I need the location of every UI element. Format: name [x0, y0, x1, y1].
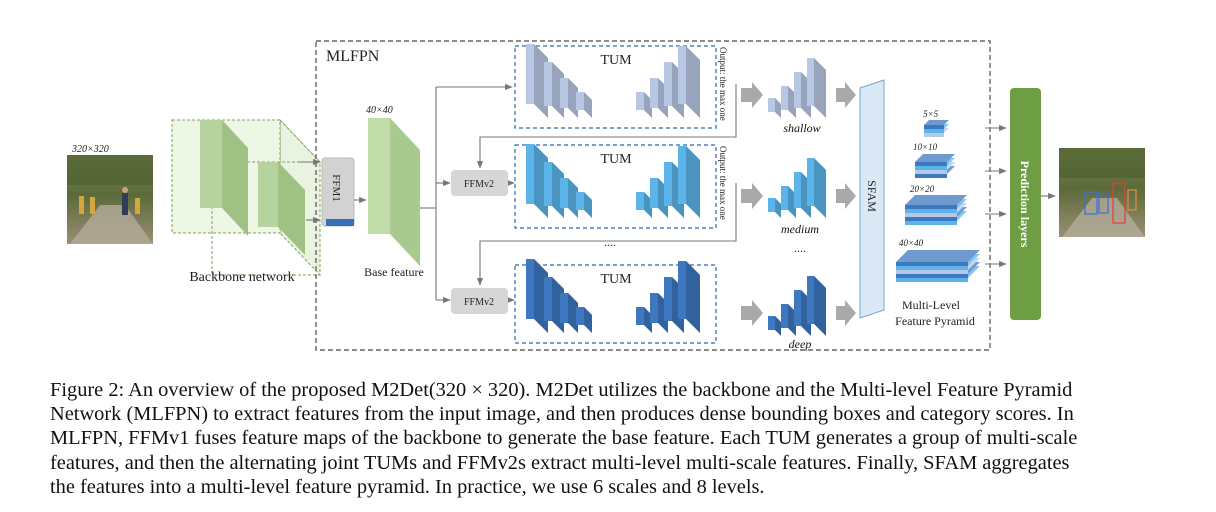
ffm1-label: FFM1	[330, 174, 342, 202]
pyramid-5x5-layer	[924, 120, 949, 129]
pyramid-to-prediction-arrows	[985, 124, 1056, 268]
medium-output-slab	[781, 186, 796, 218]
pyramid-10x10-layer	[915, 154, 955, 166]
output-note-1: Output: the max one	[718, 47, 728, 121]
tum-deep-blocks	[526, 259, 700, 333]
caption-line: MLFPN, FFMv1 fuses feature maps of the b…	[50, 427, 1078, 450]
tum-shallow-encoder-slab	[576, 92, 592, 118]
ffm1-block	[321, 157, 355, 227]
backbone-network	[170, 118, 322, 277]
tum-deep-decoder-slab	[636, 307, 652, 333]
shallow-label: shallow	[783, 121, 820, 135]
tum-medium-decoder-slab	[678, 146, 700, 218]
shallow-output-slab	[807, 58, 826, 118]
tum-medium-blocks	[526, 144, 700, 218]
base-size-label: 40×40	[366, 105, 393, 116]
tum-deep-decoder-slab	[678, 261, 700, 333]
shallow-output-slab	[768, 98, 781, 118]
tum-box-deep	[514, 264, 717, 344]
base-feature	[368, 118, 420, 266]
backbone-label: Backbone network	[189, 270, 294, 285]
prediction-layers-block	[1010, 88, 1041, 320]
output-image	[1059, 148, 1145, 237]
output-ellipsis: ....	[794, 241, 806, 255]
tum-box-medium	[514, 144, 717, 229]
connection-lines	[300, 83, 737, 304]
pyramid-scale-20: 20×20	[910, 184, 935, 194]
input-image	[67, 155, 153, 244]
pyramid-scale-10: 10×10	[913, 142, 938, 152]
tum-shallow-blocks	[526, 44, 700, 118]
output-note-2: Output: the max one	[718, 146, 728, 220]
tum-shallow-decoder-slab	[678, 46, 700, 118]
mlfpn-box	[315, 40, 991, 351]
deep-output-slab	[807, 276, 826, 336]
mlfpn-label: MLFPN	[326, 48, 380, 65]
tum-box-shallow	[514, 45, 717, 129]
caption-line: Figure 2: An overview of the proposed M2…	[50, 379, 1073, 401]
caption-line: the features into a multi-level feature …	[50, 475, 765, 498]
deep-output-slab	[781, 304, 796, 336]
pyramid-scale-5: 5×5	[923, 109, 939, 119]
feature-pyramid	[896, 120, 980, 282]
tum-medium-decoder-slab	[636, 192, 652, 218]
tum-label-shallow: TUM	[600, 53, 632, 68]
sfam-block	[859, 79, 885, 319]
medium-output-slab	[768, 198, 781, 218]
medium-output-slab	[807, 158, 826, 218]
medium-output-blocks	[768, 158, 826, 218]
deep-output-blocks	[768, 276, 826, 336]
tum-shallow-encoder-slab	[560, 78, 578, 118]
pyramid-40x40-layer	[896, 250, 980, 266]
caption-line: features, and then the alternating joint…	[50, 451, 1070, 474]
tum-medium-encoder-slab	[576, 192, 592, 218]
medium-label: medium	[781, 222, 819, 236]
tum-medium-encoder-slab	[560, 178, 578, 218]
tum-deep-encoder-slab	[576, 307, 592, 333]
pyramid-label-line1: Multi-Level	[902, 298, 961, 312]
ffmv2-block-1	[451, 170, 508, 196]
prediction-layers-label: Prediction layers	[1018, 161, 1032, 248]
m2det-architecture-diagram: 320×320 Backbone network MLFPN FFM1 40×4…	[67, 40, 1145, 351]
pyramid-scale-40: 40×40	[899, 238, 924, 248]
figure-caption: Figure 2: An overview of the proposed M2…	[50, 378, 1200, 499]
pyramid-20x20-layer	[905, 195, 967, 209]
caption-line: Network (MLFPN) to extract features from…	[50, 403, 1074, 426]
tum-shallow-decoder-slab	[636, 92, 652, 118]
tum-label-deep: TUM	[600, 272, 632, 287]
shallow-output-slab	[781, 86, 796, 118]
shallow-output-blocks	[768, 58, 826, 118]
pyramid-label-line2: Feature Pyramid	[895, 314, 975, 328]
base-feature-label: Base feature	[364, 265, 424, 279]
input-size-label: 320×320	[71, 144, 109, 155]
ffmv2-label-1: FFMv2	[464, 179, 494, 190]
deep-output-slab	[768, 316, 781, 336]
deep-label: deep	[789, 337, 812, 351]
ffmv2-block-2	[451, 288, 508, 314]
ffmv2-label-2: FFMv2	[464, 297, 494, 308]
sfam-label: SFAM	[865, 180, 879, 212]
branch-ellipsis: ....	[604, 235, 616, 249]
gray-arrows	[741, 82, 856, 326]
tum-label-medium: TUM	[600, 152, 632, 167]
tum-deep-encoder-slab	[560, 293, 578, 333]
